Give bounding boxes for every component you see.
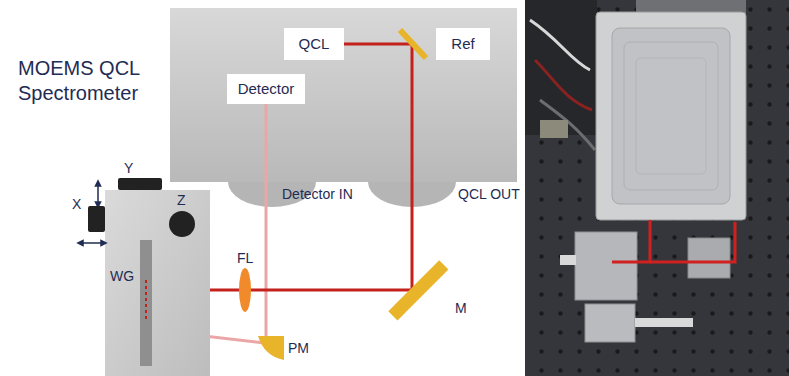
beam-splitter — [400, 30, 426, 58]
optic-label: PM — [288, 340, 309, 356]
lid-groove — [636, 58, 706, 174]
detector-beam — [265, 100, 268, 343]
micrometer — [635, 318, 693, 327]
y-arrow — [97, 183, 99, 205]
component-label: Detector — [238, 80, 295, 98]
instrument-title: MOEMS QCL Spectrometer — [18, 56, 163, 106]
waveguide-chip — [140, 240, 152, 366]
detector-box: Detector — [227, 74, 305, 104]
waveguide-light — [145, 280, 147, 322]
x-knob — [88, 206, 105, 232]
spectrometer-box — [596, 12, 746, 220]
lid-groove — [624, 42, 718, 190]
optic-label: M — [455, 300, 467, 316]
connector — [540, 120, 568, 138]
spectrometer-housing-body — [170, 8, 517, 182]
optical-table — [525, 0, 789, 376]
focusing-lens — [239, 268, 251, 312]
box-lid — [612, 28, 730, 204]
optic-label: WG — [110, 268, 134, 284]
optic-label: FL — [237, 250, 253, 266]
port-label: Detector IN — [282, 186, 353, 202]
z-knob — [169, 211, 195, 237]
folding-mirror — [388, 260, 448, 320]
axis-label: Z — [177, 192, 186, 208]
component-label: QCL — [299, 35, 330, 53]
x-arrow — [80, 242, 104, 244]
reference-box: Ref — [436, 28, 490, 60]
photo-beam — [650, 222, 735, 262]
micrometer — [560, 255, 576, 265]
translation-stage — [575, 232, 637, 300]
component-label: Ref — [451, 35, 474, 53]
parabolic-mirror — [258, 336, 284, 360]
spectrometer-housing: MOEMS QCL SpectrometerQCLRefDetector — [170, 8, 517, 182]
port-label: QCL OUT — [458, 186, 520, 202]
mirror-mount — [688, 238, 730, 278]
y-knob — [118, 178, 162, 190]
setup-photo — [525, 0, 789, 376]
axis-label: Y — [124, 160, 133, 176]
axis-label: X — [72, 196, 81, 212]
xyz-stage — [105, 190, 210, 376]
translation-stage — [585, 304, 635, 342]
laser-box: QCL — [284, 28, 344, 60]
photo-beam — [612, 220, 650, 262]
cable — [540, 100, 595, 150]
